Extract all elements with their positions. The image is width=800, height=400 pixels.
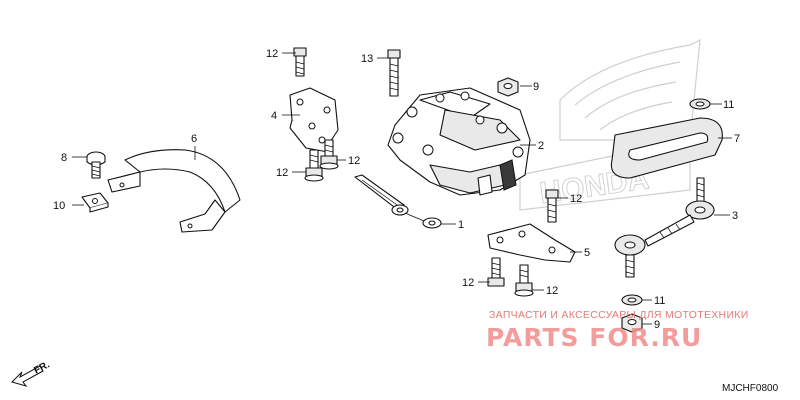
callout-12: 12	[570, 193, 582, 205]
part-9-nut-upper	[497, 77, 519, 97]
leader-lines	[72, 52, 732, 325]
callout-9: 9	[533, 81, 539, 93]
watermark-brand: PARTS FOR.RU	[486, 323, 702, 352]
part-8-bolt	[86, 151, 106, 179]
part-2-hanger-housing	[387, 87, 531, 196]
callout-9: 9	[654, 319, 660, 331]
callout-1: 1	[458, 219, 464, 231]
part-1-ground-strap	[354, 174, 442, 229]
callout-12: 12	[348, 155, 360, 167]
part-12-bolt-left	[304, 149, 324, 182]
callout-8: 8	[61, 152, 67, 164]
callout-5: 5	[584, 247, 590, 259]
callout-labels: 12 13 9 11 4 2 7 6 8 12 12 10 1 12 3 5 1…	[53, 48, 740, 331]
part-12-bolt-upper	[293, 47, 307, 77]
part-10-clip-nut	[81, 192, 109, 213]
callout-10: 10	[53, 200, 65, 212]
direction-label: FR.	[32, 359, 52, 376]
watermark: ЗАПЧАСТИ И АКСЕССУАРЫ ДЛЯ МОТОТЕХНИКИ PA…	[486, 309, 749, 352]
callout-3: 3	[732, 210, 738, 222]
callout-6: 6	[191, 133, 197, 145]
part-11-washer-upper	[689, 98, 711, 110]
callout-12: 12	[276, 167, 288, 179]
callout-12: 12	[266, 48, 278, 60]
part-11-washer-lower	[621, 294, 643, 306]
callout-7: 7	[734, 133, 740, 145]
callout-13: 13	[361, 53, 373, 65]
part-12-bolt-bracket-top	[545, 189, 559, 223]
part-12-bolt-right	[319, 139, 339, 170]
watermark-subtitle: ЗАПЧАСТИ И АКСЕССУАРЫ ДЛЯ МОТОТЕХНИКИ	[489, 309, 749, 321]
diagram-code: MJCHF0800	[722, 383, 779, 394]
part-13-long-bolt	[387, 49, 401, 97]
part-5-bracket	[487, 223, 576, 263]
part-6-guard	[107, 149, 241, 233]
callout-11: 11	[723, 99, 734, 111]
part-9-nut-lower	[621, 313, 643, 333]
part-12-bolt-bracket-right	[514, 264, 534, 297]
part-12-bolt-bracket-left	[487, 257, 505, 287]
part-3-link-rod	[614, 177, 715, 278]
callout-12: 12	[546, 285, 558, 297]
part-7-stopper-rubber	[610, 117, 723, 179]
callout-4: 4	[271, 110, 277, 122]
callout-12: 12	[462, 277, 474, 289]
callout-2: 2	[538, 140, 544, 152]
front-direction-arrow: FR.	[11, 359, 52, 387]
part-4-bracket	[289, 87, 339, 153]
callout-11: 11	[654, 295, 665, 307]
